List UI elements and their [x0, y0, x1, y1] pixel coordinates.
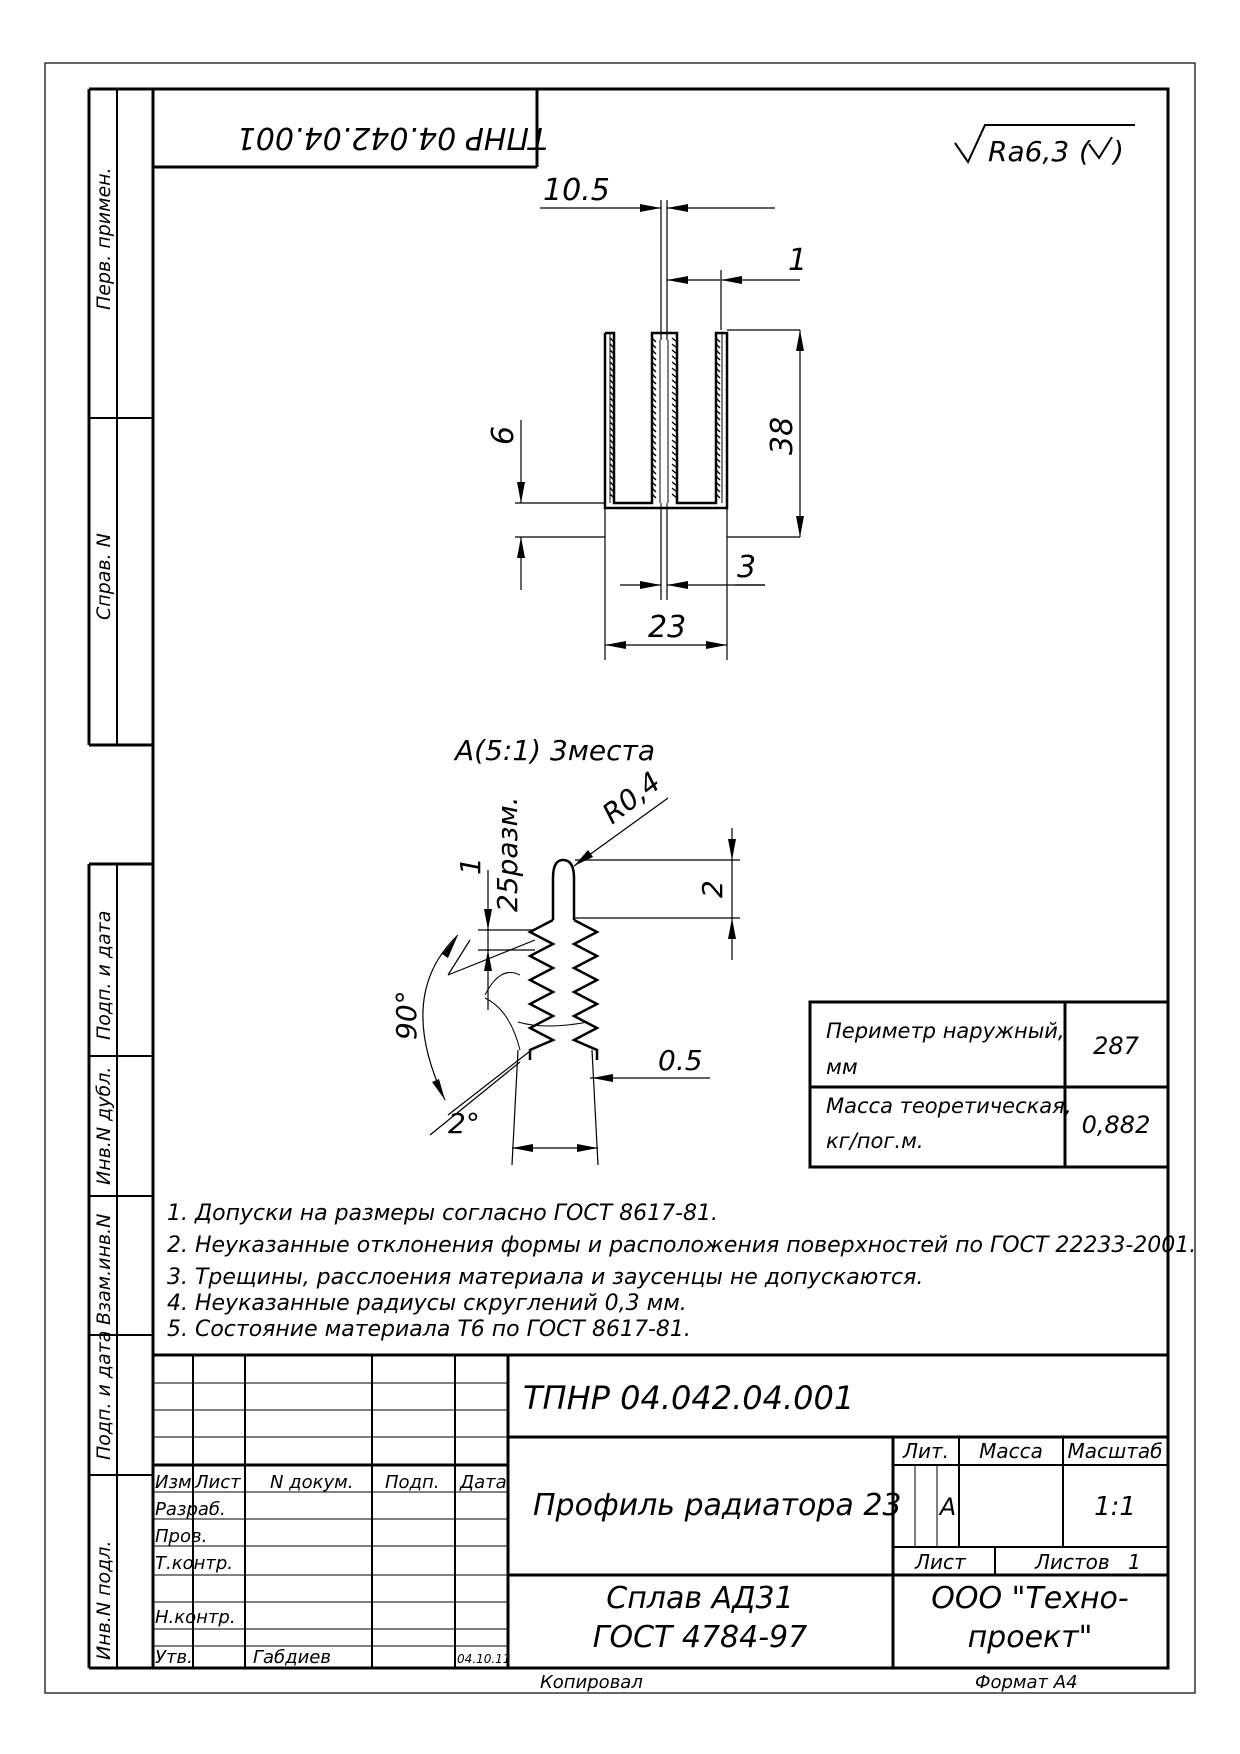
- info-row-2-label-2: кг/пог.м.: [826, 1129, 924, 1153]
- detail-teeth-right: [571, 918, 600, 1060]
- dim-38: 38: [765, 417, 800, 455]
- tb-col-izm: Изм: [155, 1472, 192, 1493]
- detail-dim-r04: R0,4: [596, 765, 667, 830]
- detail-angle-2: 2°: [448, 1107, 480, 1140]
- label-podp-data-2: Подп. и дата: [93, 1331, 115, 1460]
- side-labels: Перв. примен. Справ. N Подп. и дата Инв.…: [93, 167, 115, 1660]
- detail-dim-count: 25разм.: [491, 797, 524, 912]
- label-inv-dubl: Инв.N дубл.: [93, 1067, 115, 1185]
- tb-utv-date: 04.10.11: [457, 1652, 510, 1666]
- roughness-check-icon: [1088, 136, 1113, 160]
- side-strip-upper: [87, 87, 153, 747]
- title-block: ТПНР 04.042.04.001 Профиль радиатора 23 …: [153, 1353, 1168, 1693]
- top-stamp-text: ТПНР 04.042.04.001: [237, 120, 548, 155]
- tb-col-ndok: N докум.: [270, 1472, 353, 1493]
- detail-angle-90: 90°: [390, 990, 423, 1040]
- tb-material-1: Сплав АД31: [606, 1581, 793, 1616]
- detail-title: А(5:1) 3места: [453, 734, 655, 767]
- tb-utv-name: Габдиев: [253, 1647, 331, 1668]
- tb-copied: Копировал: [540, 1672, 643, 1693]
- dim-23: 23: [648, 610, 686, 645]
- roughness-bracket-open: (: [1079, 135, 1091, 168]
- note-2: 2. Неуказанные отклонения формы и распол…: [167, 1233, 1196, 1258]
- tb-name: Профиль радиатора 23: [533, 1488, 902, 1523]
- info-table: Периметр наружный, мм 287 Масса теоретич…: [808, 1000, 1170, 1169]
- tb-col-data: Дата: [459, 1472, 507, 1493]
- note-4: 4. Неуказанные радиусы скруглений 0,3 мм…: [167, 1291, 687, 1316]
- detail-fin-outline: [551, 858, 576, 920]
- note-1: 1. Допуски на размеры согласно ГОСТ 8617…: [167, 1201, 718, 1226]
- profile-main-view: 10.5 1 38 6 3 23: [486, 173, 807, 660]
- dim-6: 6: [486, 426, 521, 445]
- trim-frame: [44, 62, 1196, 1694]
- detail-dim-2: 2: [696, 880, 729, 898]
- info-row-1-label-1: Периметр наружный,: [826, 1019, 1065, 1043]
- roughness-symbol: Ra6,3 ( ): [954, 124, 1135, 168]
- detail-dim-pitch: 1: [454, 857, 487, 875]
- info-row-2-value: 0,882: [1082, 1111, 1151, 1139]
- tb-material-2: ГОСТ 4784-97: [593, 1620, 807, 1655]
- tb-col-list: Лист: [194, 1472, 241, 1493]
- tb-sheets-value: 1: [1128, 1550, 1141, 1574]
- note-5: 5. Состояние материала Т6 по ГОСТ 8617-8…: [167, 1317, 691, 1342]
- tb-row-utv: Утв.: [155, 1647, 193, 1668]
- tb-row-nkontr: Н.контр.: [155, 1607, 236, 1628]
- profile-outline: [603, 331, 729, 510]
- tb-col-podp: Подп.: [385, 1472, 439, 1493]
- tb-sheets-label: Листов: [1034, 1550, 1110, 1574]
- tb-designation: ТПНР 04.042.04.001: [523, 1379, 854, 1417]
- top-stamp: ТПНР 04.042.04.001: [153, 89, 548, 169]
- tb-format: Формат А4: [975, 1672, 1078, 1693]
- tb-row-tkontr: Т.контр.: [155, 1553, 233, 1574]
- label-vzam-inv: Взам.инв.N: [93, 1214, 115, 1325]
- tb-lit-header: Лит.: [902, 1439, 949, 1463]
- info-row-2-label-1: Масса теоретическая,: [826, 1094, 1072, 1118]
- technical-notes: 1. Допуски на размеры согласно ГОСТ 8617…: [167, 1201, 1196, 1342]
- detail-teeth-left: [527, 918, 556, 1060]
- roughness-value: Ra6,3: [988, 135, 1069, 168]
- info-row-1-value: 287: [1093, 1032, 1140, 1060]
- tb-mass-header: Масса: [979, 1439, 1043, 1463]
- dim-3: 3: [737, 550, 756, 585]
- tb-scale-header: Масштаб: [1067, 1439, 1162, 1463]
- dim-1: 1: [788, 243, 807, 278]
- tb-row-razrab: Разраб.: [155, 1499, 226, 1520]
- label-inv-podl: Инв.N подл.: [93, 1541, 115, 1661]
- note-3: 3. Трещины, расслоения материала и заусе…: [167, 1265, 923, 1290]
- detail-view-a: А(5:1) 3места 0.5 2 R0,4: [390, 734, 740, 1166]
- tb-scale-value: 1:1: [1094, 1492, 1136, 1522]
- label-sprav-n: Справ. N: [93, 533, 115, 620]
- drawing-frame: [151, 87, 1170, 1670]
- serration-marks: [609, 337, 721, 499]
- dim-10-5: 10.5: [543, 173, 610, 208]
- roughness-bracket-close: ): [1111, 135, 1124, 168]
- tb-lit-value: А: [938, 1493, 956, 1521]
- tb-row-prov: Пров.: [155, 1526, 207, 1547]
- tb-company-2: проект": [968, 1620, 1093, 1655]
- tb-sheet-label: Лист: [914, 1550, 967, 1574]
- label-perv-primen: Перв. примен.: [93, 167, 115, 310]
- detail-dim-0-5: 0.5: [658, 1044, 703, 1077]
- info-row-1-label-2: мм: [826, 1055, 858, 1079]
- label-podp-data-1: Подп. и дата: [93, 911, 115, 1040]
- tb-company-1: ООО "Техно-: [931, 1581, 1129, 1616]
- side-strip-lower: [87, 862, 153, 1670]
